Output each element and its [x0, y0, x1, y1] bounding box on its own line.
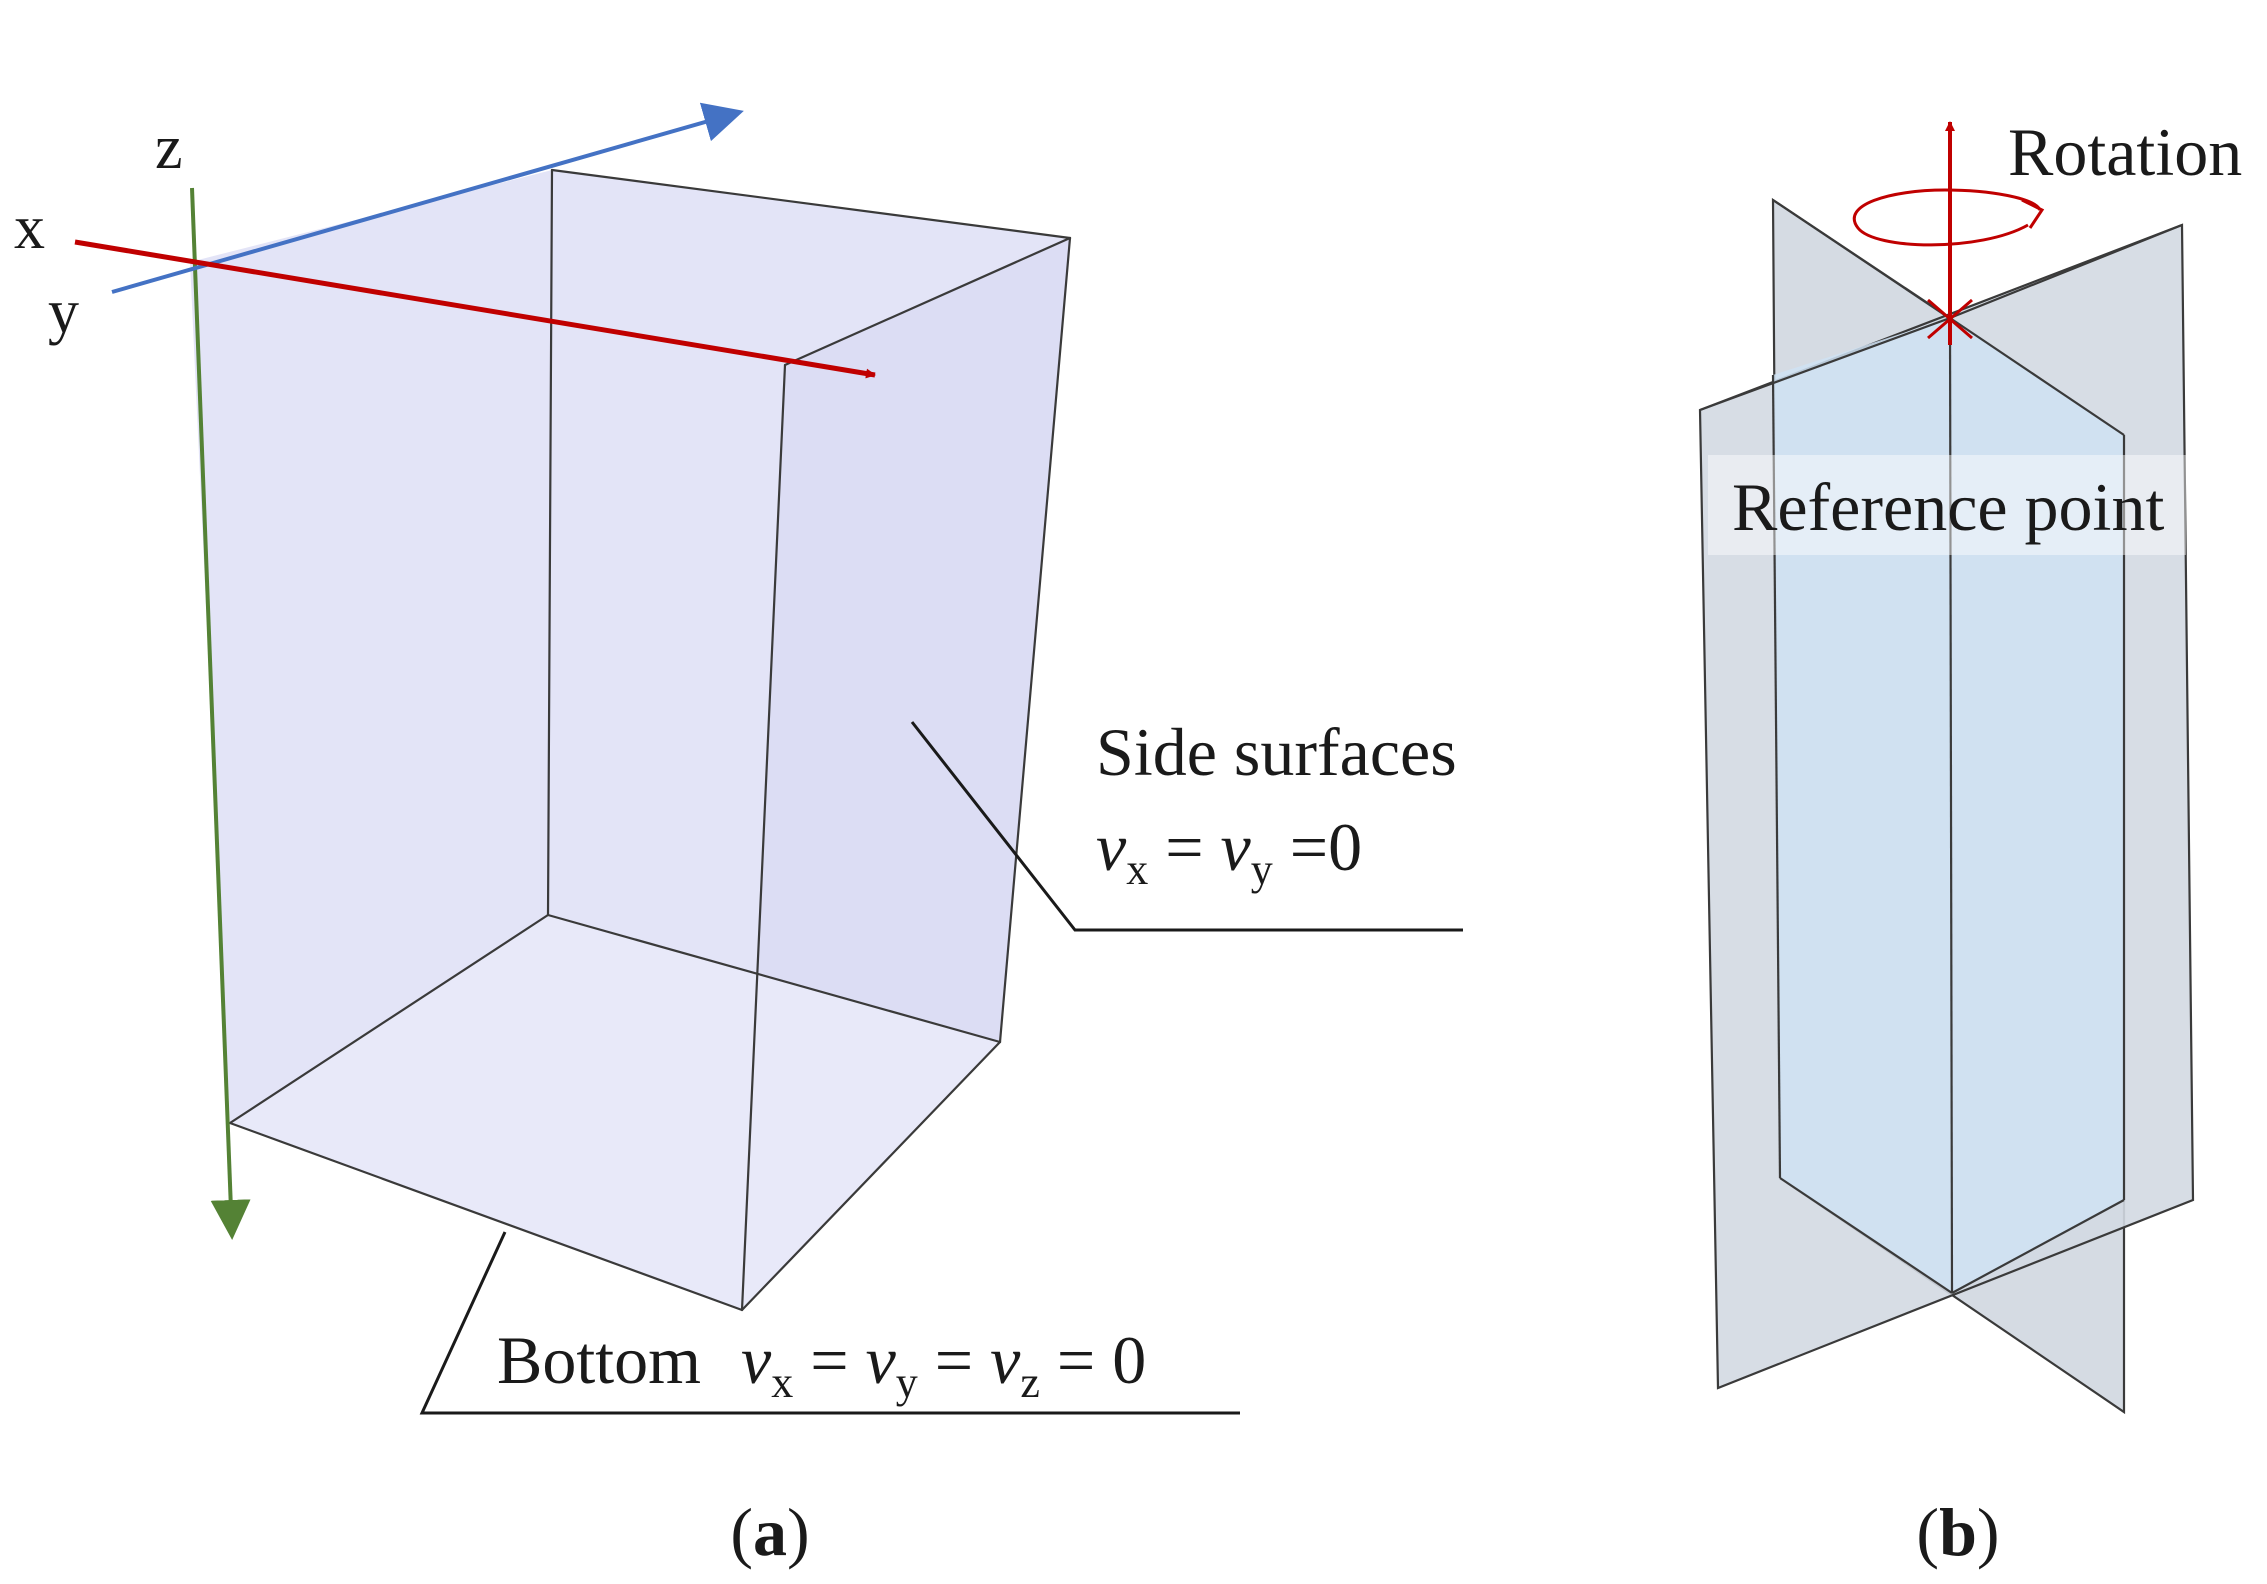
reference-point-label: Reference point	[1732, 469, 2164, 545]
z-axis	[190, 187, 251, 1240]
box	[190, 170, 1070, 1310]
reference-point-marker	[1927, 298, 1973, 340]
caption-b: (b)	[1916, 1494, 1999, 1570]
y-axis-label: y	[48, 278, 79, 346]
panel-b: Reference point Rotation (b)	[1698, 114, 2242, 1570]
x-axis-label: x	[14, 194, 45, 262]
bottom-leader-line	[419, 1231, 1240, 1415]
x-axis	[74, 239, 876, 379]
box-back-left-face	[190, 170, 552, 1123]
z-axis-label: z	[155, 114, 183, 182]
plane-overlap	[1773, 318, 2124, 1293]
plane-edges	[1699, 199, 2183, 1294]
side-leader-line	[910, 721, 1463, 932]
reference-label-bg	[1708, 455, 2186, 555]
rotation-label: Rotation	[2008, 114, 2242, 190]
side-surfaces-title: Side surfaces	[1096, 714, 1457, 790]
rotation-icon	[1852, 188, 2042, 247]
y-axis	[111, 102, 744, 294]
caption-a: (a)	[730, 1494, 809, 1570]
box-bottom-face	[230, 915, 1000, 1310]
side-surfaces-equation: vx = vy =0	[1096, 809, 1362, 894]
box-edges	[228, 168, 1072, 1312]
rotation-arrowhead	[2021, 198, 2045, 229]
